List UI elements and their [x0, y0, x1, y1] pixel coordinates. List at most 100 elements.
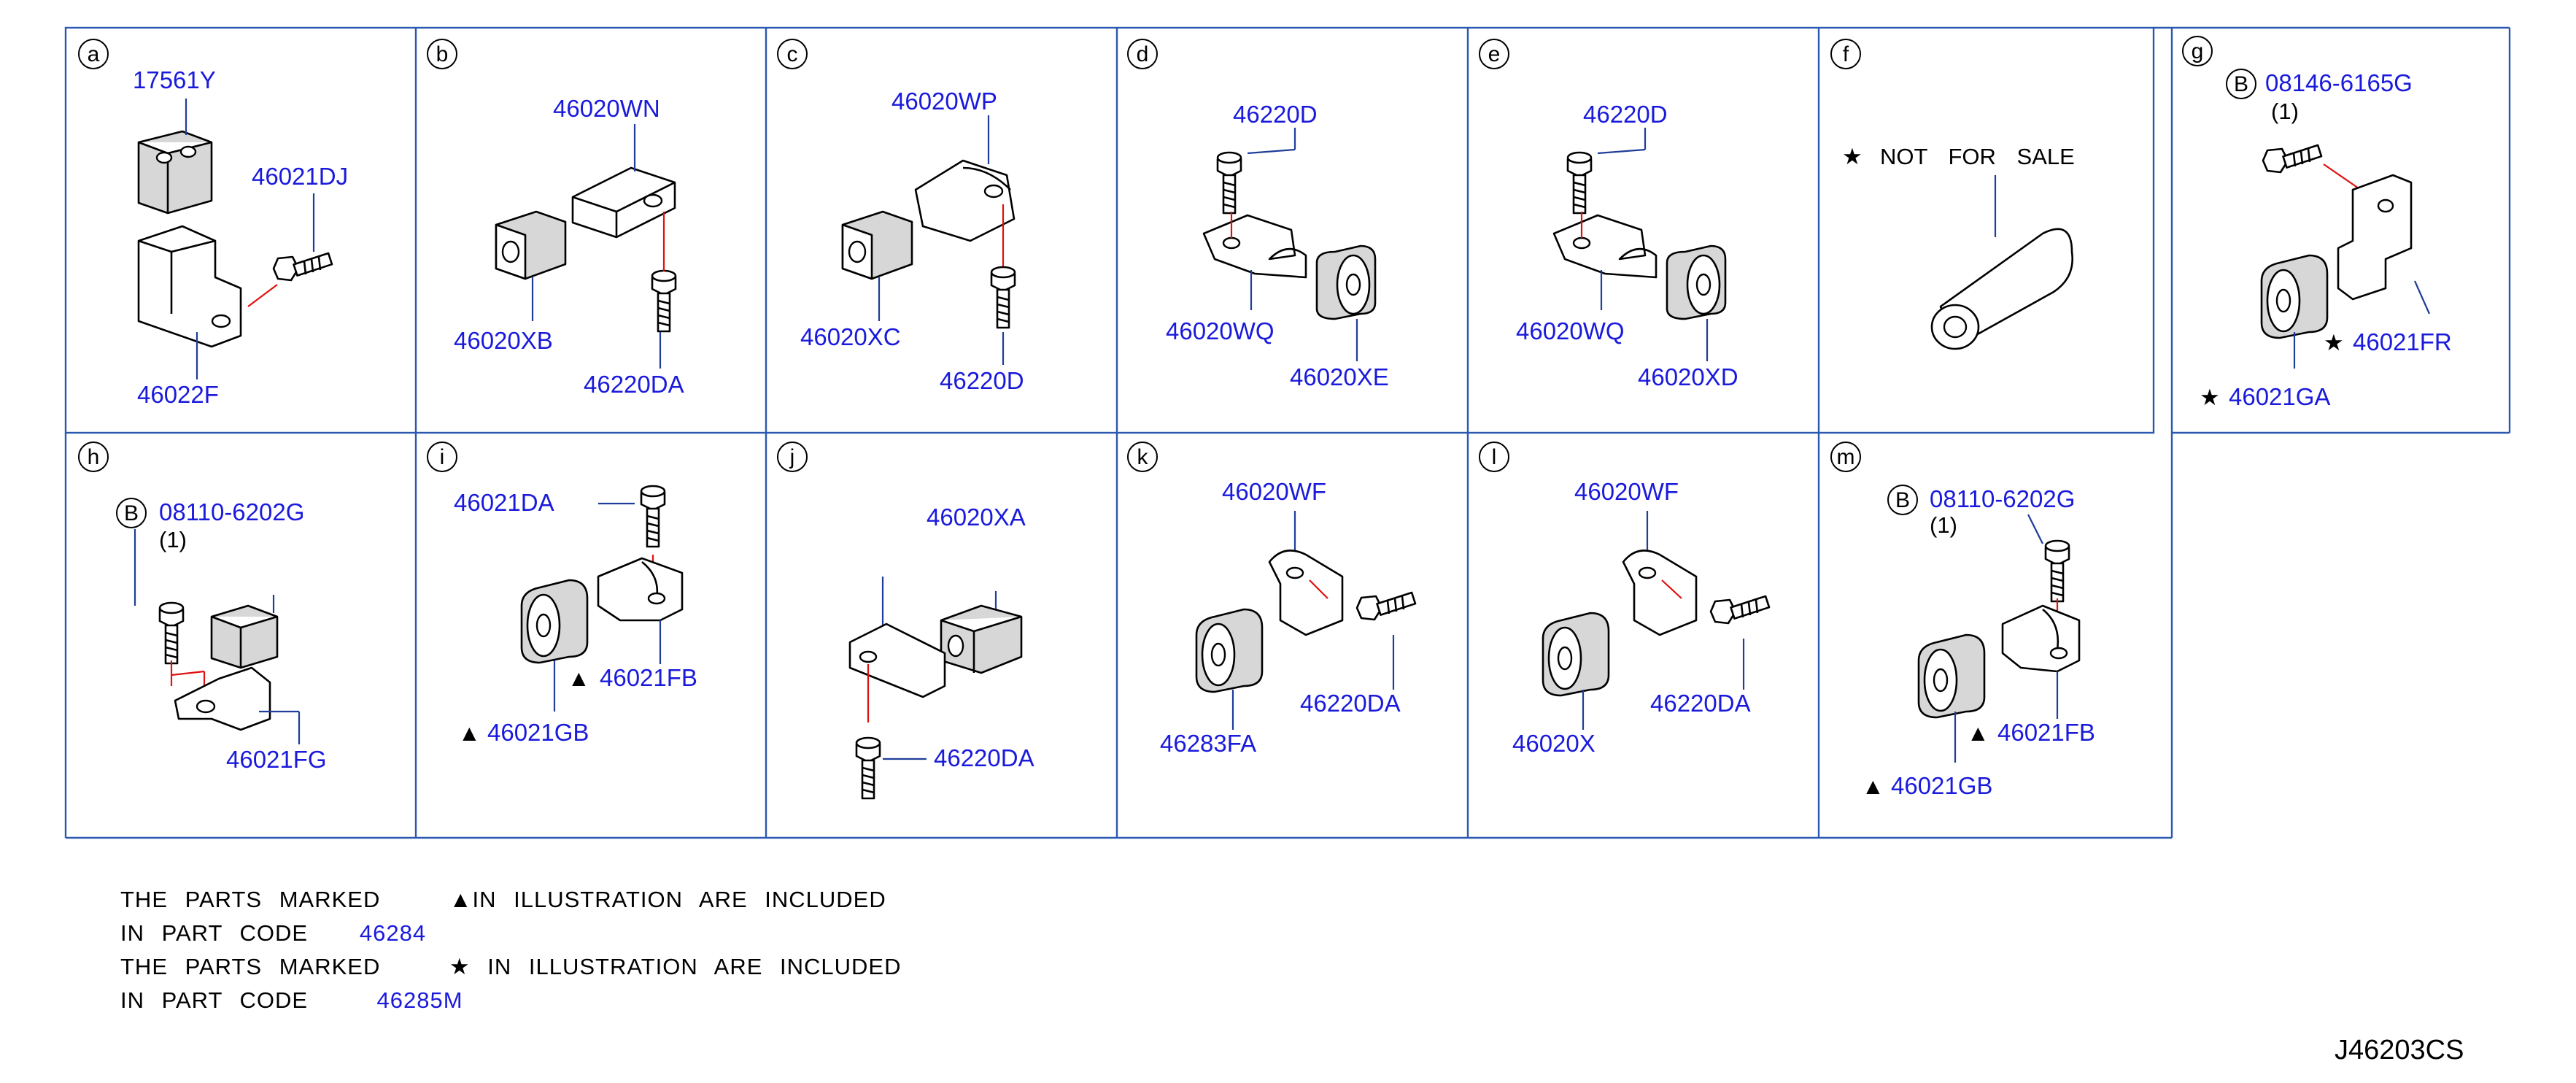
- label-46020WN: 46020WN: [553, 95, 660, 122]
- cell-i: 46021DA ▲ 46021FB ▲ 46021GB: [454, 485, 697, 746]
- label-46021DJ: 46021DJ: [252, 163, 348, 190]
- part-46021FR-bracket: [2337, 174, 2413, 301]
- svg-text:f: f: [1843, 42, 1849, 66]
- label-not-for-sale: NOT FOR SALE: [1880, 144, 2075, 169]
- label-46021GB-i: 46021GB: [487, 719, 589, 746]
- cell-f: ★ NOT FOR SALE: [1842, 144, 2075, 350]
- part-46020XE-bushing: [1315, 244, 1377, 320]
- svg-text:m: m: [1837, 445, 1855, 469]
- svg-text:j: j: [789, 445, 795, 469]
- part-46022F-bracket: [137, 225, 242, 348]
- note-line-2: IN PART CODE 46284: [120, 920, 427, 946]
- note-line-1: THE PARTS MARKED ▲IN ILLUSTRATION ARE IN…: [120, 887, 886, 912]
- part-46220D-bolt: [1216, 151, 1242, 215]
- bolt-marker-g: [2226, 69, 2256, 99]
- cell-b: 46020WN 46020XB 46220DA: [454, 95, 684, 398]
- cell-letter-e: e: [1479, 39, 1509, 69]
- svg-text:l: l: [1492, 445, 1497, 469]
- svg-text:k: k: [1137, 445, 1149, 469]
- part-46020WX-bracket: [848, 623, 946, 698]
- part-08110-6202G-bolt: [2044, 539, 2070, 603]
- part-46220DA-bolt: [1709, 595, 1771, 625]
- label-46220DA: 46220DA: [584, 371, 684, 398]
- cell-d: 46220D 46020WQ 46020XE: [1166, 101, 1389, 390]
- label-46021FG: 46021FG: [226, 746, 327, 773]
- label-46020WF-l: 46020WF: [1574, 478, 1679, 505]
- part-46021GA-bushing: [2260, 254, 2329, 339]
- svg-text:g: g: [2192, 39, 2204, 63]
- svg-text:B: B: [124, 501, 139, 525]
- cell-letter-d: d: [1127, 39, 1158, 69]
- label-46220DA-l: 46220DA: [1650, 690, 1751, 717]
- star-marker-46021GA: ★: [2200, 385, 2220, 410]
- cell-letter-b: b: [427, 39, 457, 69]
- svg-text:c: c: [787, 42, 798, 66]
- part-08146-6165G-bolt: [2262, 144, 2323, 174]
- label-46021FB-i: 46021FB: [600, 664, 697, 691]
- triangle-marker-46021FB: ▲: [568, 666, 590, 691]
- label-46220DA-j: 46220DA: [934, 744, 1034, 771]
- cell-letter-l: l: [1479, 442, 1509, 472]
- svg-text:d: d: [1137, 42, 1149, 66]
- triangle-marker-note: ▲: [449, 887, 473, 912]
- part-46220DA-bolt: [1355, 591, 1417, 621]
- label-46220D: 46220D: [940, 367, 1024, 394]
- part-46020WP-bracket: [914, 159, 1016, 242]
- label-46021DA: 46021DA: [454, 489, 554, 516]
- cell-g: B 08146-6165G (1) ★ 46021FR ★ 46021GA: [2200, 69, 2452, 410]
- cell-j: 46020XA 46220DA: [848, 504, 1034, 800]
- part-46283FA-bushing: [1195, 608, 1264, 693]
- part-46020XA-grommet: [940, 604, 1023, 674]
- svg-text:B: B: [2234, 72, 2248, 96]
- cell-letter-c: c: [777, 39, 808, 69]
- label-46220DA-k: 46220DA: [1300, 690, 1401, 717]
- note-line-4: IN PART CODE 46285M: [120, 987, 463, 1013]
- part-46220DA-bolt: [651, 269, 677, 333]
- cell-h: B 08110-6202G (1) 46021FG: [116, 498, 327, 773]
- part-46020XD-bushing: [1666, 244, 1727, 320]
- part-code-46284: 46284: [359, 920, 427, 946]
- part-46021FB-bracket: [2001, 604, 2081, 673]
- part-46021GB-bushing: [1917, 633, 1986, 719]
- label-qty-h: (1): [159, 527, 187, 552]
- label-46021FB-m: 46021FB: [1997, 719, 2095, 746]
- triangle-marker-46021FB-m: ▲: [1967, 720, 1989, 746]
- diagram-id: J46203CS: [2335, 1035, 2464, 1065]
- label-46020X: 46020X: [1512, 730, 1596, 757]
- note-line-3: THE PARTS MARKED ★ IN ILLUSTRATION ARE I…: [120, 954, 902, 979]
- cell-l: 46020WF 46020X 46220DA: [1512, 478, 1771, 757]
- label-46021GA: 46021GA: [2229, 383, 2330, 410]
- part-46020WQ-bracket: [1552, 214, 1658, 279]
- triangle-marker-46021GB: ▲: [458, 720, 481, 746]
- label-46220D-d: 46220D: [1233, 101, 1318, 128]
- cell-letter-i: i: [427, 442, 457, 472]
- bolt-marker-h: [116, 498, 147, 528]
- part-46020WF-bracket: [1622, 550, 1698, 636]
- label-46020XA: 46020XA: [927, 504, 1026, 531]
- part-08110-6202G-bolt: [158, 601, 185, 665]
- svg-text:h: h: [88, 445, 100, 469]
- part-bushing-h: [210, 604, 279, 669]
- svg-text:b: b: [436, 42, 449, 66]
- part-code-46285M: 46285M: [376, 987, 463, 1013]
- part-46020WF-bracket: [1268, 550, 1344, 636]
- svg-text:e: e: [1488, 42, 1501, 66]
- cell-letter-k: k: [1127, 442, 1158, 472]
- grid-frame: [64, 26, 2511, 839]
- star-marker-46021FR: ★: [2324, 330, 2344, 355]
- label-46020WF-k: 46020WF: [1222, 478, 1326, 505]
- part-46020WQ-bracket: [1202, 214, 1307, 279]
- label-17561Y: 17561Y: [133, 66, 216, 93]
- part-46021DJ-bolt: [272, 252, 333, 282]
- label-qty-g: (1): [2271, 99, 2299, 124]
- part-46021DA-bolt: [640, 485, 666, 548]
- part-46220D-bolt: [990, 266, 1016, 329]
- label-46020WP: 46020WP: [891, 88, 997, 115]
- bolt-marker-m: [1887, 485, 1918, 515]
- label-46022F: 46022F: [137, 381, 219, 408]
- cell-c: 46020WP 46020XC 46220D: [800, 88, 1024, 394]
- part-46020XB-grommet: [495, 210, 567, 280]
- part-46021FB-bracket: [597, 557, 684, 622]
- triangle-marker-46021GB-m: ▲: [1862, 774, 1884, 799]
- star-marker-f: ★: [1842, 144, 1863, 169]
